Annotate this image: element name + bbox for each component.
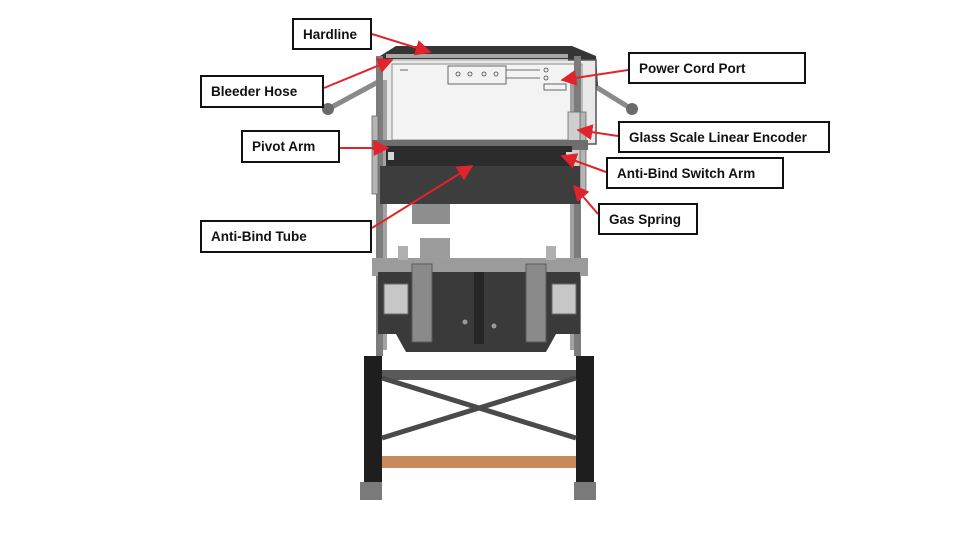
label-anti-bind-switch-arm: Anti-Bind Switch Arm xyxy=(606,157,784,189)
pivot-arm-assembly xyxy=(372,140,588,224)
mid-plate xyxy=(420,238,450,260)
label-glass-scale-linear-encoder: Glass Scale Linear Encoder xyxy=(618,121,830,153)
stand xyxy=(360,356,596,500)
left-handle xyxy=(322,79,381,115)
label-gas-spring: Gas Spring xyxy=(598,203,698,235)
control-panel-schematic xyxy=(400,65,567,91)
wood-rail xyxy=(382,456,576,468)
label-hardline: Hardline xyxy=(292,18,372,50)
label-pivot-arm: Pivot Arm xyxy=(241,130,340,163)
label-bleeder-hose: Bleeder Hose xyxy=(200,75,324,108)
label-anti-bind-tube: Anti-Bind Tube xyxy=(200,220,372,253)
lower-carriage xyxy=(372,246,588,352)
label-power-cord-port: Power Cord Port xyxy=(628,52,806,84)
top-housing xyxy=(380,46,598,145)
